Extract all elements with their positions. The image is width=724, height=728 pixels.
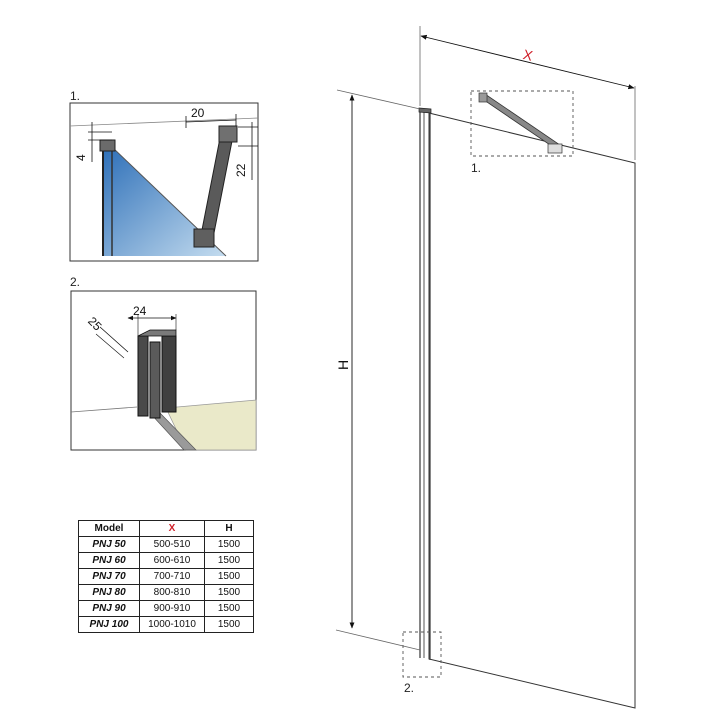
- main-glass-outline: [428, 112, 636, 709]
- header-h: H: [204, 520, 254, 537]
- detail-2-profile-mid: [149, 341, 161, 419]
- detail-1-wall-edge: [69, 117, 259, 127]
- detail-1-glass-clamp: [193, 228, 215, 248]
- table-row: PNJ 70 700-710 1500: [78, 568, 254, 585]
- h-cell: 1500: [204, 600, 254, 617]
- detail-1: 1. 20 4 22: [69, 89, 259, 262]
- h-cell: 1500: [204, 616, 254, 633]
- callout-1-label: 1.: [471, 161, 481, 175]
- model-cell: PNJ 50: [78, 536, 140, 553]
- detail-2-profile-right: [161, 335, 177, 413]
- h-dimension-label: H: [335, 360, 351, 370]
- x-cell: 800-810: [139, 584, 205, 601]
- detail-2: 2. 24 25: [70, 275, 257, 451]
- x-dimension-line: [420, 34, 635, 90]
- model-cell: PNJ 80: [78, 584, 140, 601]
- detail-1-top-mount: [218, 125, 238, 143]
- table-header-row: Model X H: [78, 520, 254, 537]
- callout-2-box: [402, 631, 442, 678]
- header-x: X: [139, 520, 205, 537]
- detail-2-label: 2.: [70, 275, 80, 289]
- h-cell: 1500: [204, 568, 254, 585]
- model-spec-table: Model X H PNJ 50 500-510 1500 PNJ 60 600…: [78, 520, 254, 633]
- detail-1-label: 1.: [70, 89, 80, 103]
- x-cell: 600-610: [139, 552, 205, 569]
- model-cell: PNJ 90: [78, 600, 140, 617]
- table-row: PNJ 80 800-810 1500: [78, 584, 254, 601]
- table-row: PNJ 90 900-910 1500: [78, 600, 254, 617]
- model-cell: PNJ 100: [78, 616, 140, 633]
- main-panel: X H 1. 2.: [335, 26, 636, 709]
- detail-1-dim-right: 22: [234, 163, 248, 177]
- detail-1-dim-top: 20: [191, 106, 205, 120]
- callout-2-label: 2.: [404, 681, 414, 695]
- table-row: PNJ 100 1000-1010 1500: [78, 616, 254, 633]
- x-cell: 700-710: [139, 568, 205, 585]
- table-row: PNJ 60 600-610 1500: [78, 552, 254, 569]
- h-cell: 1500: [204, 536, 254, 553]
- h-cell: 1500: [204, 584, 254, 601]
- detail-1-wall-clip: [99, 139, 116, 152]
- main-stabilizer-bar: [480, 93, 561, 150]
- x-cell: 1000-1010: [139, 616, 205, 633]
- callout-1-box: [470, 90, 574, 157]
- x-cell: 500-510: [139, 536, 205, 553]
- model-cell: PNJ 70: [78, 568, 140, 585]
- detail-2-profile-left: [137, 335, 149, 417]
- h-cell: 1500: [204, 552, 254, 569]
- table-row: PNJ 50 500-510 1500: [78, 536, 254, 553]
- detail-2-dim-b: 24: [133, 304, 147, 318]
- model-cell: PNJ 60: [78, 552, 140, 569]
- x-dimension-label: X: [522, 46, 535, 64]
- detail-1-dim-left: 4: [74, 154, 88, 161]
- header-model: Model: [78, 520, 140, 537]
- x-cell: 900-910: [139, 600, 205, 617]
